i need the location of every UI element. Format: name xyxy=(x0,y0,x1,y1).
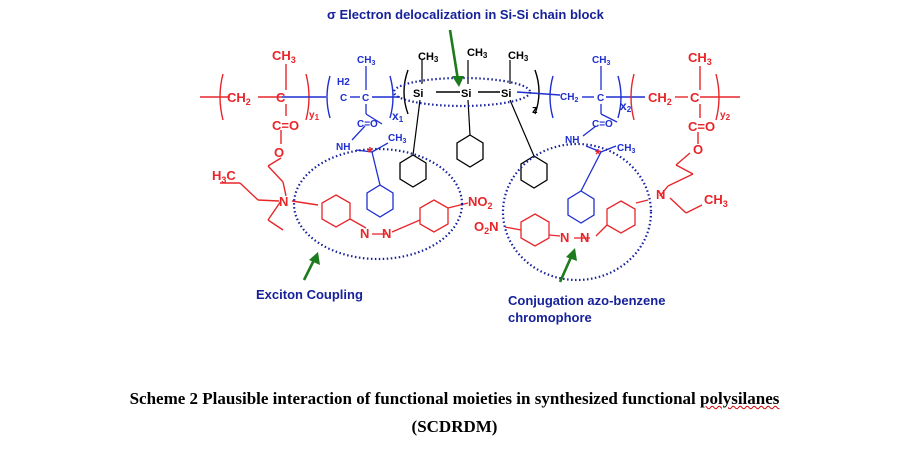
ch3-right-bottom: CH3 xyxy=(704,192,728,209)
right-red-unit xyxy=(635,66,703,214)
ch3-left-top: CH3 xyxy=(272,48,296,65)
ch2-left: CH2 xyxy=(227,90,251,107)
o-right: O xyxy=(693,142,703,157)
caption-main-text: Scheme 2 Plausible interaction of functi… xyxy=(129,389,701,408)
si-3: Si xyxy=(501,88,511,100)
c-blue-left-2: C xyxy=(362,93,369,104)
star-left: * xyxy=(367,144,373,161)
x1-subscript: x1 xyxy=(392,109,404,124)
star-right: * xyxy=(595,146,601,163)
c-blue-right: C xyxy=(597,93,604,104)
y1-subscript: y1 xyxy=(309,110,320,122)
ch3-blue-right-low: CH3 xyxy=(617,143,635,155)
ch3-si-2: CH3 xyxy=(467,47,488,60)
si-2: Si xyxy=(461,88,471,100)
c-eq-o-right: C=O xyxy=(688,119,715,134)
scheme-caption-line2: (SCDRDM) xyxy=(411,417,498,436)
si-chain-ellipse xyxy=(392,76,532,108)
scheme-caption-line1: Scheme 2 Plausible interaction of functi… xyxy=(0,386,909,412)
ch2-blue-right: CH2 xyxy=(560,92,578,104)
phenyl-ring-si-left xyxy=(399,154,427,188)
interaction-ellipses xyxy=(292,76,653,282)
si-1: Si xyxy=(413,88,423,100)
phenyl-ring-si-mid xyxy=(456,134,484,168)
n-right: N xyxy=(656,187,665,202)
silane-side-groups xyxy=(412,60,535,157)
exciton-coupling-label: Exciton Coupling xyxy=(256,287,363,302)
h2-blue-left: H2 xyxy=(337,77,350,88)
azo-n-right-2: N xyxy=(580,230,589,245)
phenyl-ring-right-blue xyxy=(567,190,595,224)
backbone-chain xyxy=(200,69,740,121)
azo-n-left-2: N xyxy=(382,226,391,241)
azo-ring-right-1 xyxy=(520,213,550,247)
conjugation-label-line2: chromophore xyxy=(508,310,592,325)
h3c-left: H3C xyxy=(212,168,236,185)
blue-side-groups xyxy=(351,66,618,192)
x2-subscript: x2 xyxy=(620,99,632,114)
conjugation-label-line1: Conjugation azo-benzene xyxy=(508,293,665,308)
c-right: C xyxy=(690,90,700,105)
nh-blue-left: NH xyxy=(336,142,350,153)
c-eq-o-blue-left: C=O xyxy=(357,119,378,130)
azo-ring-left-1 xyxy=(321,194,351,228)
caption-spellcheck-word: polysilanes xyxy=(700,389,780,408)
c-left: C xyxy=(276,90,286,105)
ch3-blue-right: CH3 xyxy=(592,55,610,67)
azo-ring-right-2 xyxy=(606,200,636,234)
y2-subscript: y2 xyxy=(720,110,731,122)
phenyl-rings xyxy=(321,134,636,247)
c-eq-o-blue-right: C=O xyxy=(592,119,613,130)
o2n-right: O2N xyxy=(474,219,499,236)
c-eq-o-left: C=O xyxy=(272,118,299,133)
ch3-si-3: CH3 xyxy=(508,50,529,63)
azo-n-left-1: N xyxy=(360,226,369,241)
n-left: N xyxy=(279,194,288,209)
nh-blue-right: NH xyxy=(565,135,579,146)
azo-n-right-1: N xyxy=(560,230,569,245)
ch3-si-1: CH3 xyxy=(418,51,439,64)
ch3-blue-left-low: CH3 xyxy=(388,133,406,145)
azo-bonds xyxy=(349,202,608,239)
phenyl-ring-left-blue xyxy=(366,184,394,218)
green-arrows xyxy=(302,29,577,283)
c-blue-left-1: C xyxy=(340,93,347,104)
ch3-blue-left: CH3 xyxy=(357,55,375,67)
o-left: O xyxy=(274,145,284,160)
conjugation-ellipse xyxy=(501,142,653,282)
left-red-unit xyxy=(220,64,319,231)
z-subscript: z xyxy=(532,104,538,116)
ch2-right: CH2 xyxy=(648,90,672,107)
sigma-delocalization-label: σ Electron delocalization in Si-Si chain… xyxy=(327,7,605,22)
no2-left: NO2 xyxy=(468,194,493,211)
ch3-right-top: CH3 xyxy=(688,50,712,67)
exciton-ellipse xyxy=(292,147,464,261)
phenyl-ring-si-right xyxy=(520,155,548,189)
azo-ring-left-2 xyxy=(419,199,449,233)
